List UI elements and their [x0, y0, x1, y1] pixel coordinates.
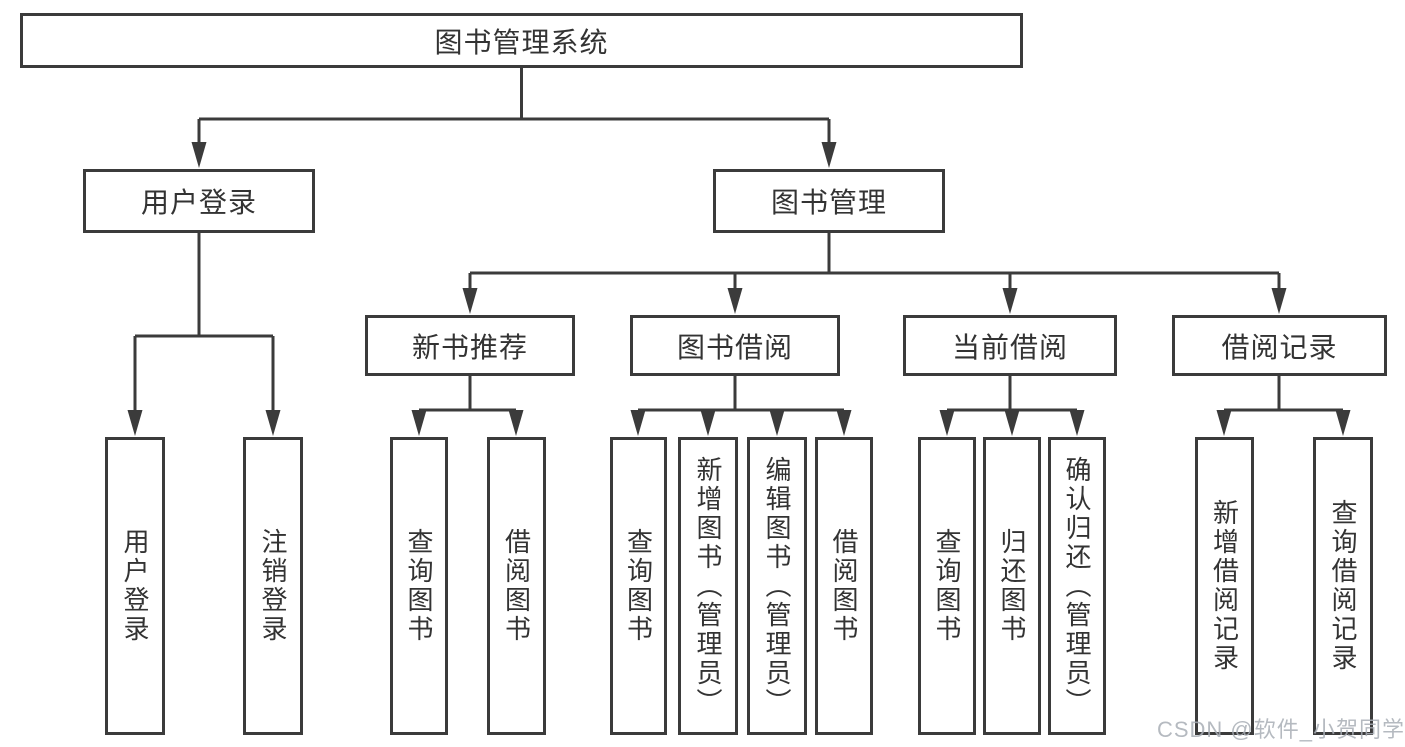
- node-borrowing-records: 借阅记录: [1172, 315, 1387, 376]
- node-label: 注销登录: [258, 528, 288, 644]
- node-label: 图书管理: [770, 187, 887, 218]
- node-label: 用户登录: [140, 187, 257, 218]
- node-current-borrowing: 当前借阅: [903, 315, 1117, 376]
- node-user-login: 用户登录: [83, 169, 315, 233]
- csdn-watermark: CSDN @软件_小贺同学: [1156, 717, 1405, 742]
- node-label: 查询借阅记录: [1328, 499, 1358, 673]
- node-label: 新增图书（管理员）: [693, 455, 723, 717]
- node-label: 归还图书: [997, 528, 1027, 644]
- node-new-book-recommendation: 新书推荐: [365, 315, 575, 376]
- node-label: 用户登录: [120, 528, 150, 644]
- leaf-query-books-current: 查询图书: [918, 437, 976, 735]
- leaf-add-borrow-record: 新增借阅记录: [1195, 437, 1254, 735]
- leaf-query-borrow-record: 查询借阅记录: [1313, 437, 1373, 735]
- leaf-logout: 注销登录: [243, 437, 303, 735]
- node-label: 借阅图书: [829, 528, 859, 644]
- node-label: 编辑图书（管理员）: [762, 455, 792, 717]
- node-label: 新书推荐: [411, 331, 528, 363]
- leaf-borrow-books-borrowing: 借阅图书: [815, 437, 873, 735]
- leaf-return-books: 归还图书: [983, 437, 1041, 735]
- node-book-borrowing: 图书借阅: [630, 315, 840, 376]
- node-label: 借阅图书: [501, 528, 532, 644]
- leaf-query-books-recommend: 查询图书: [390, 437, 448, 735]
- leaf-add-book-admin: 新增图书（管理员）: [678, 437, 738, 735]
- node-label: 查询图书: [932, 528, 962, 644]
- node-label: 借阅记录: [1221, 331, 1338, 363]
- node-label: 当前借阅: [951, 331, 1068, 363]
- node-label: 查询图书: [623, 528, 654, 644]
- leaf-borrow-books-recommend: 借阅图书: [487, 437, 546, 735]
- node-book-management: 图书管理: [713, 169, 945, 233]
- node-label: 图书借阅: [676, 331, 793, 363]
- node-label: 新增借阅记录: [1209, 499, 1240, 673]
- node-label: 查询图书: [404, 528, 434, 644]
- leaf-user-login: 用户登录: [105, 437, 165, 735]
- leaf-confirm-return-admin: 确认归还（管理员）: [1048, 437, 1106, 735]
- node-label: 确认归还（管理员）: [1062, 455, 1092, 717]
- node-library-management-system: 图书管理系统: [20, 13, 1023, 68]
- leaf-edit-book-admin: 编辑图书（管理员）: [747, 437, 807, 735]
- node-label: 图书管理系统: [434, 26, 609, 58]
- arrowheads: [127, 142, 1351, 436]
- leaf-query-books-borrowing: 查询图书: [610, 437, 667, 735]
